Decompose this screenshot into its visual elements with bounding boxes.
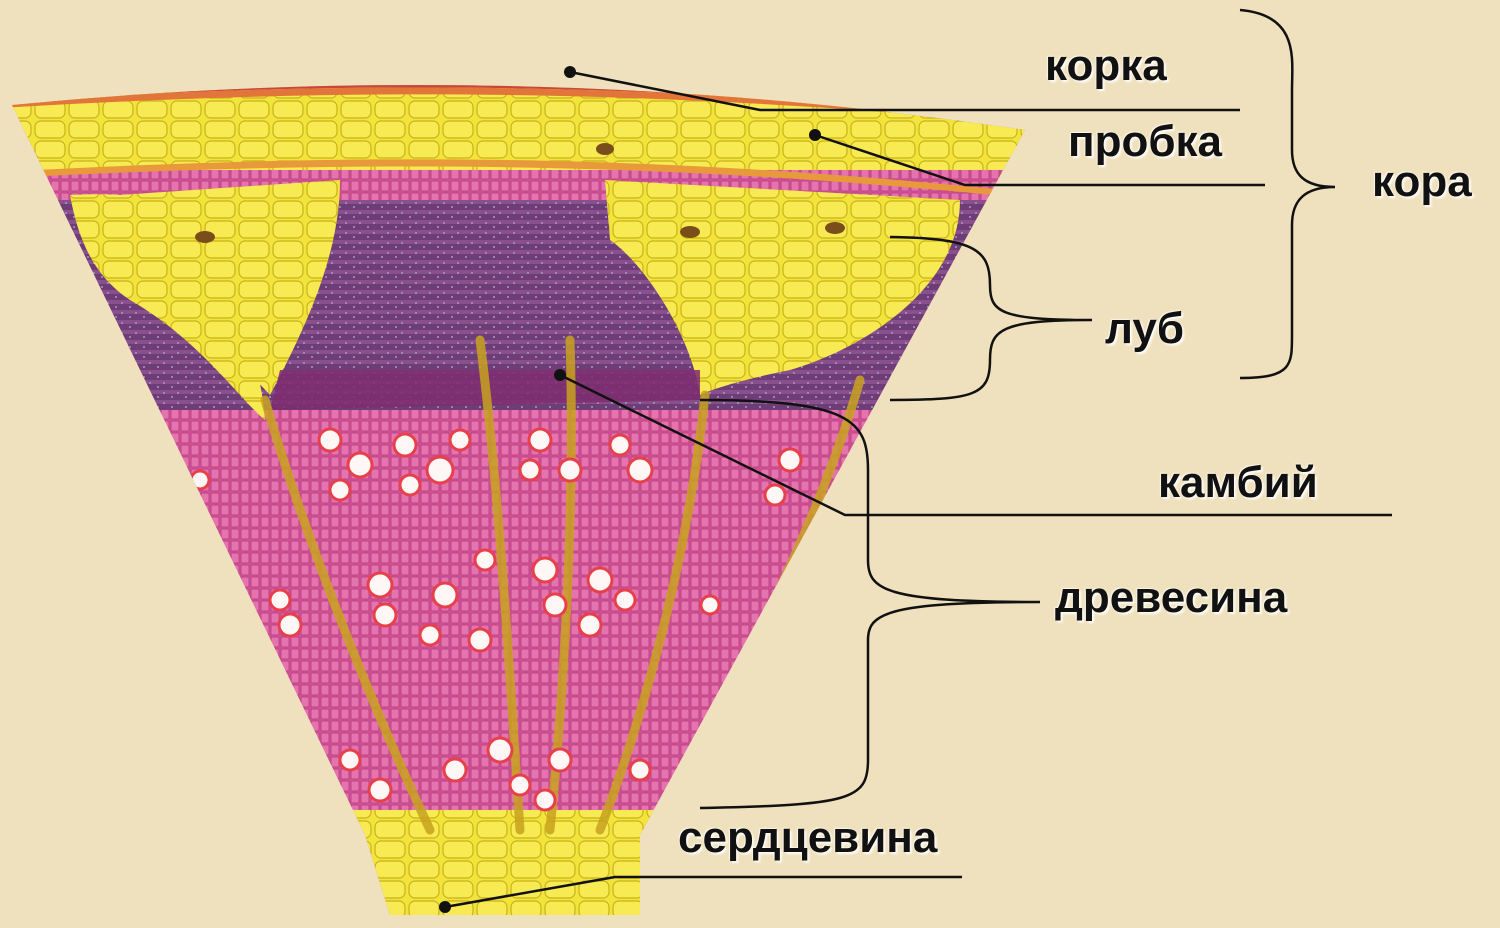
- vessel: [549, 749, 571, 771]
- vessel: [765, 485, 785, 505]
- vessel: [475, 550, 495, 570]
- vessel: [510, 775, 530, 795]
- label-korka: корка: [1045, 44, 1167, 88]
- vessel: [433, 583, 457, 607]
- vessel: [444, 759, 466, 781]
- vessel: [369, 779, 391, 801]
- vessel: [400, 475, 420, 495]
- vessel: [779, 449, 801, 471]
- vessel: [701, 596, 719, 614]
- resin-dot: [596, 143, 614, 155]
- resin-dot: [195, 231, 215, 243]
- label-serdtsevina: сердцевина: [678, 816, 937, 860]
- vessel: [535, 790, 555, 810]
- label-drevesina: древесина: [1055, 576, 1287, 620]
- label-kora: кора: [1372, 160, 1472, 204]
- vessel: [191, 471, 209, 489]
- vessel: [628, 458, 652, 482]
- vessel: [330, 480, 350, 500]
- cortex-layer: [0, 0, 1100, 170]
- vessel: [588, 568, 612, 592]
- vessel: [579, 614, 601, 636]
- vessel: [544, 594, 566, 616]
- vessel: [533, 558, 557, 582]
- vessel: [420, 625, 440, 645]
- label-probka: пробка: [1068, 120, 1222, 164]
- vessel: [340, 750, 360, 770]
- label-kambiy: камбий: [1158, 461, 1318, 505]
- serdtsevina-dot: [439, 901, 451, 913]
- vessel: [270, 590, 290, 610]
- vessel: [348, 453, 372, 477]
- vessel: [374, 604, 396, 626]
- vessel: [279, 614, 301, 636]
- vessel: [394, 434, 416, 456]
- label-lub: луб: [1105, 307, 1184, 351]
- vessel: [469, 629, 491, 651]
- vessel: [450, 430, 470, 450]
- probka-dot: [809, 129, 821, 141]
- vessel: [559, 459, 581, 481]
- vessel: [615, 590, 635, 610]
- vessel: [488, 738, 512, 762]
- vessel: [520, 460, 540, 480]
- vessel: [529, 429, 551, 451]
- kora-brace: [1240, 10, 1335, 378]
- stem-wedge: [0, 0, 1100, 928]
- vessel: [427, 457, 453, 483]
- korka-dot: [564, 66, 576, 78]
- resin-dot: [825, 222, 845, 234]
- vessel: [630, 760, 650, 780]
- vessel: [610, 435, 630, 455]
- vessel: [319, 429, 341, 451]
- vessel: [368, 573, 392, 597]
- kambiy-dot: [554, 369, 566, 381]
- resin-dot: [680, 226, 700, 238]
